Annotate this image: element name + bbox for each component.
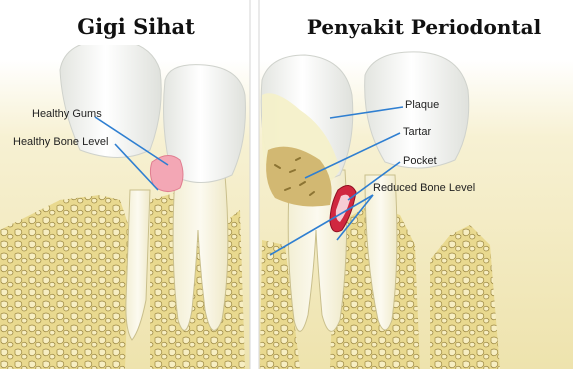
pocket-label: Pocket	[403, 155, 437, 168]
plaque-label: Plaque	[405, 99, 439, 112]
healthy-bone-level-label: Healthy Bone Level	[13, 136, 108, 149]
panel-divider	[250, 0, 259, 369]
healthy-gums-label: Healthy Gums	[32, 108, 102, 121]
reduced-bone-level-label: Reduced Bone Level	[373, 182, 475, 195]
healthy-teeth-title: Gigi Sihat	[56, 9, 216, 45]
tartar-label: Tartar	[403, 126, 431, 139]
periodontal-disease-title: Penyakit Periodontal	[278, 9, 570, 45]
